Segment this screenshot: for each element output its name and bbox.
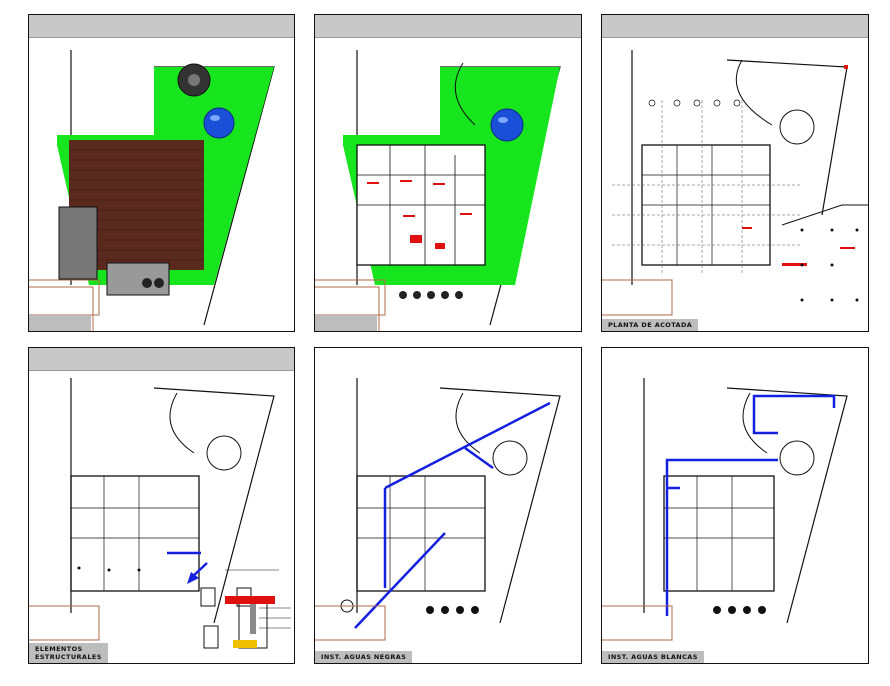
panel-caption: ELEMENTOS ESTRUCTURALES: [29, 643, 108, 663]
dimension-drawing: [602, 50, 868, 316]
garage-block: [58, 206, 98, 280]
panel-dimension-plan: PLANTA DE ACOTADA: [601, 14, 869, 332]
pool-icon: [203, 107, 235, 139]
panel-structural-elements: ELEMENTOS ESTRUCTURALES: [28, 347, 295, 664]
panel-header: [29, 348, 294, 371]
panel-caption: PLANTA DE ACOTADA: [602, 319, 699, 331]
panel-site-roof-plan: [28, 14, 295, 332]
sewage-drawing: [315, 378, 561, 641]
water-supply-drawing: [602, 378, 848, 641]
panel-caption: INST. AGUAS BLANCAS: [602, 651, 704, 663]
structural-drawing: [29, 378, 291, 649]
panel-header: [315, 15, 581, 38]
pool-icon: [490, 108, 524, 142]
site-floor-drawing: [315, 50, 561, 331]
panel-water-supply-installation: INST. AGUAS BLANCAS: [601, 347, 869, 664]
sewage-pipe-lines: [354, 401, 551, 629]
panel-site-floor-plan: [314, 14, 582, 332]
panel-header: [602, 15, 868, 38]
panel-caption: [29, 315, 91, 331]
water-pipe-lines: [665, 394, 836, 616]
panel-sewage-installation: INST. AGUAS NEGRAS: [314, 347, 582, 664]
panel-header: [29, 15, 294, 38]
panel-caption: [315, 315, 377, 331]
panel-caption: INST. AGUAS NEGRAS: [315, 651, 413, 663]
site-roof-drawing: [29, 50, 275, 331]
